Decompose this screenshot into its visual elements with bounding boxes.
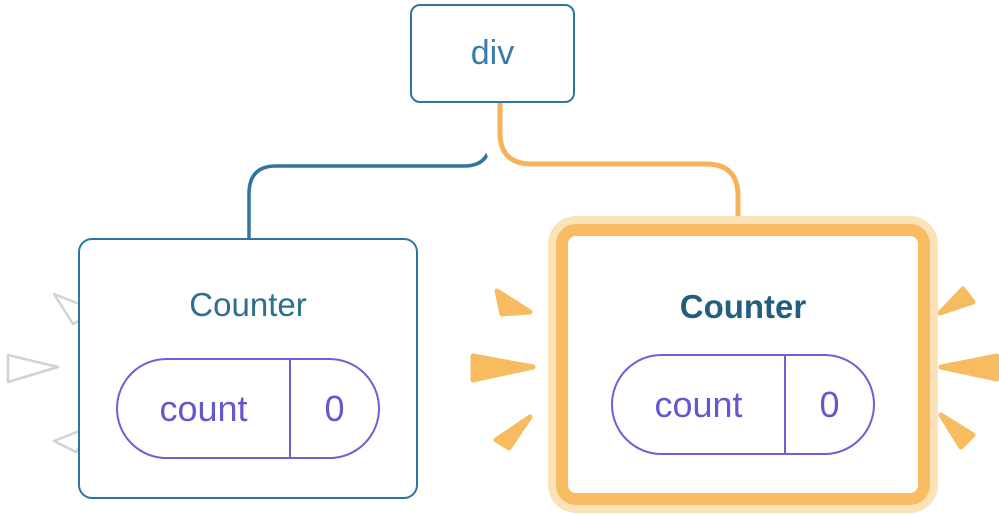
tree-node-div: div xyxy=(410,4,575,103)
counter-title: Counter xyxy=(189,286,307,323)
spark-icon xyxy=(937,286,976,316)
spark-group-orange-left xyxy=(470,288,536,451)
state-key-label: count xyxy=(118,360,291,457)
spark-icon xyxy=(6,353,60,384)
state-pill: count 0 xyxy=(116,358,380,459)
state-value: 0 xyxy=(324,387,345,429)
state-key-label: count xyxy=(613,356,786,453)
spark-icon xyxy=(938,353,999,382)
tree-node-counter-right-highlighted: Counter count 0 xyxy=(556,224,930,505)
spark-icon xyxy=(938,412,976,450)
tree-node-div-label: div xyxy=(470,34,515,72)
spark-group-orange-right xyxy=(937,286,999,450)
edge-div-to-left-counter-icon xyxy=(247,102,492,240)
tree-node-counter-left: Counter count 0 xyxy=(78,238,418,499)
spark-icon xyxy=(494,288,533,317)
state-pill: count 0 xyxy=(611,354,875,455)
spark-icon xyxy=(493,414,533,451)
counter-title: Counter xyxy=(679,288,807,325)
state-value: 0 xyxy=(819,383,840,425)
edge-div-to-right-counter-icon xyxy=(497,98,741,232)
spark-icon xyxy=(470,353,536,383)
